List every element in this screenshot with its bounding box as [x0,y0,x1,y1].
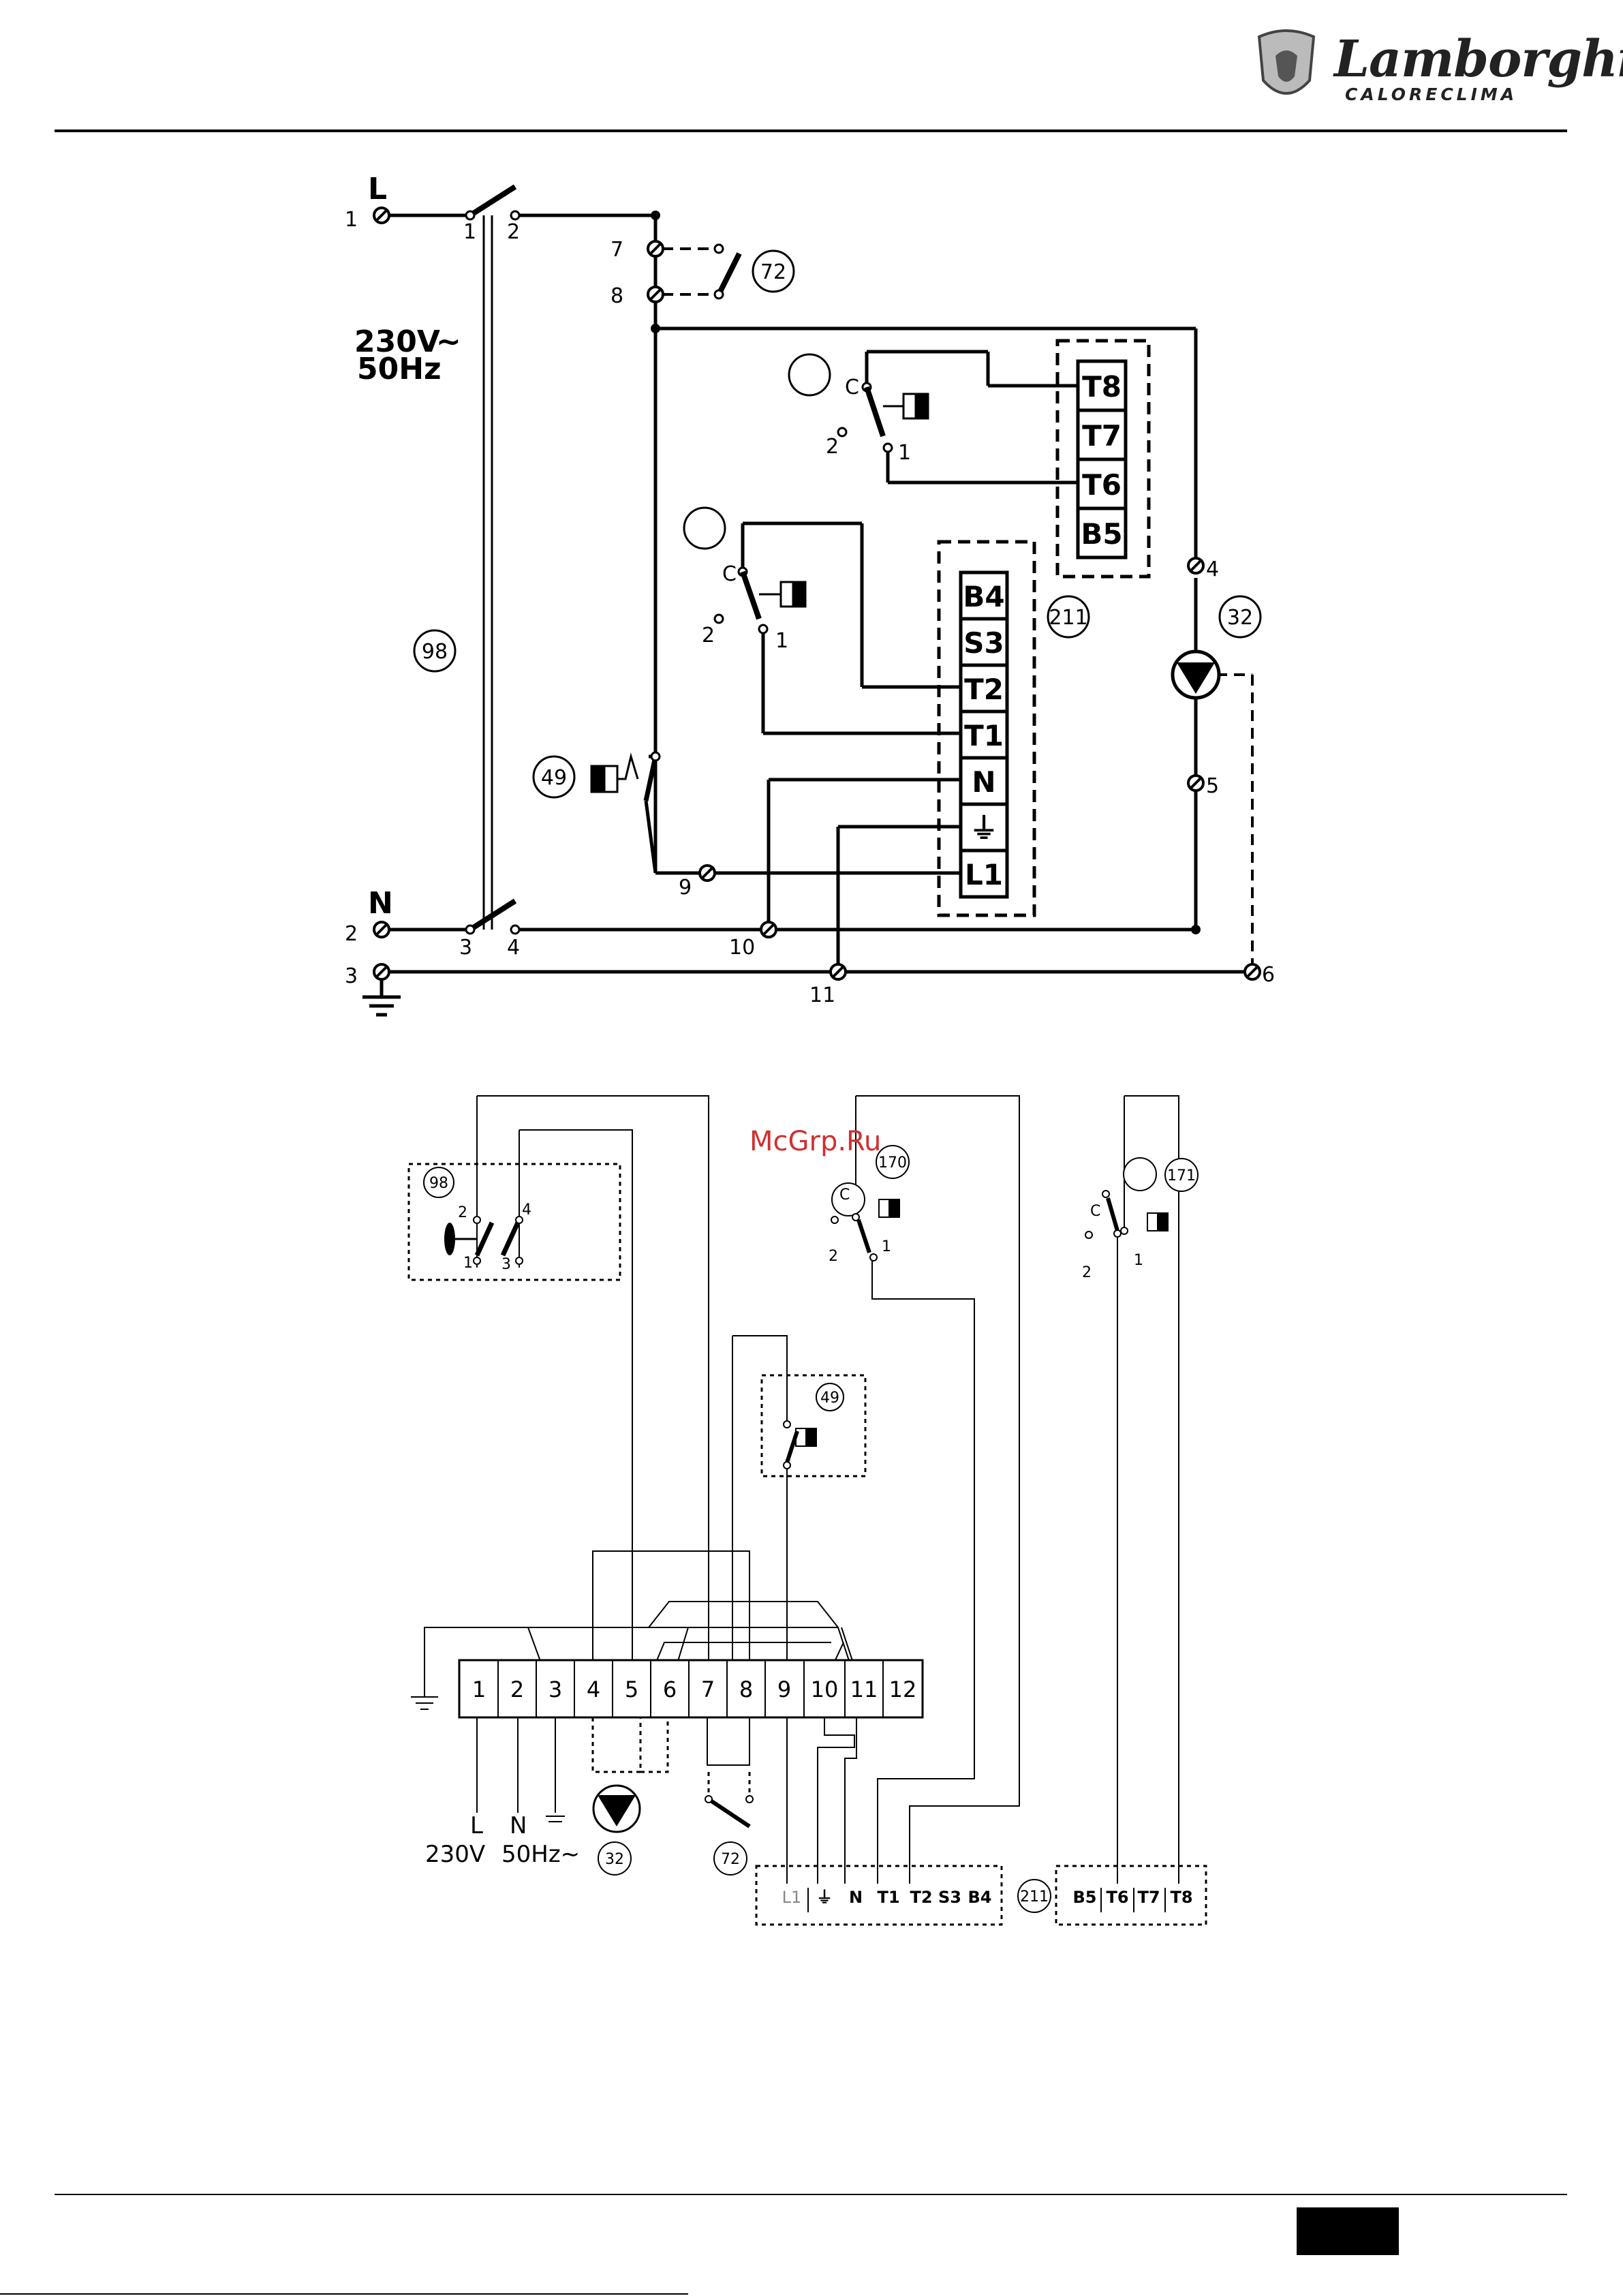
wiring-ref-170: 170 [878,1154,907,1172]
wiring-board-right-t7: T7 [1137,1888,1160,1907]
wiring-ref-211: 211 [1020,1888,1049,1905]
wiring-board211-t1: T1 [877,1888,899,1907]
wiring-171-contact-c: C [1090,1203,1100,1220]
board211-label-n: N [972,765,995,799]
board-right-label-t8: T8 [1082,370,1122,403]
strip-terminal-1: 1 [472,1677,486,1702]
wiring-board211-n: N [849,1888,863,1907]
terminal-6-label: 6 [1262,963,1275,987]
terminal-11-label: 11 [809,983,835,1007]
wiring-supply-n: N [510,1812,527,1839]
line-l-label: L [368,172,387,206]
pump-icon-wiring [593,1786,640,1832]
wiring-switch-contact-4: 4 [522,1201,531,1219]
wiring-171-contact-2: 2 [1082,1264,1092,1281]
wiring-171-contact-1: 1 [1134,1252,1143,1269]
board211-label-l1: L1 [965,858,1003,891]
wiring-board-right-t6: T6 [1106,1888,1128,1907]
upper-contact-2-label: 2 [826,435,839,459]
switch-contact-3-label: 3 [459,936,472,960]
wiring-ref-49: 49 [820,1390,839,1407]
board211-label-b4: B4 [963,580,1004,613]
ref-32: 32 [1227,606,1253,630]
board-right-label-b5: B5 [1081,517,1122,551]
wiring-supply-l: L [470,1812,483,1839]
ref-49: 49 [541,766,567,790]
strip-terminal-11: 11 [850,1677,878,1702]
wiring-layout-diagram: 98 170 171 49 32 72 211 1 [409,1096,1206,1925]
strip-terminal-6: 6 [663,1677,677,1702]
schematic-diagram: B4 S3 T2 T1 N ⏚ L1 T8 T7 T6 B5 [345,172,1275,1015]
wiring-ref-72: 72 [721,1851,740,1868]
wiring-board211-ground: ⏚ [816,1888,833,1907]
wiring-switch-contact-2: 2 [458,1204,467,1221]
strip-terminal-4: 4 [587,1677,600,1702]
wiring-170-contact-1: 1 [882,1238,891,1255]
page-number-box [1297,2207,1399,2255]
terminal-7-label: 7 [610,238,623,262]
ref-98: 98 [422,640,448,664]
upper-contact-c-label: C [845,376,859,399]
wiring-board211-b4: B4 [968,1888,992,1907]
terminal-5-label: 5 [1206,774,1219,798]
wiring-ref-171: 171 [1167,1167,1196,1184]
strip-terminal-8: 8 [739,1677,753,1702]
pump-icon [1173,652,1219,698]
board-right-label-t6: T6 [1082,468,1122,502]
board211-label-t1: T1 [964,719,1004,752]
ref-72: 72 [760,260,786,284]
strip-terminal-5: 5 [625,1677,638,1702]
switch-contact-2-label: 2 [507,220,520,244]
terminal-2-label: 2 [345,922,358,946]
wiring-supply-voltage: 230V [425,1841,485,1868]
frequency-label: 50Hz [357,352,442,386]
wiring-board211-l1: L1 [782,1888,802,1907]
wiring-board-right-b5: B5 [1073,1888,1097,1907]
watermark-text: McGrp.Ru [749,1126,881,1157]
wiring-170-contact-2: 2 [829,1248,838,1265]
wiring-switch-contact-1: 1 [463,1255,473,1272]
ref-211: 211 [1049,606,1087,630]
strip-terminal-10: 10 [811,1677,839,1702]
terminal-4-label: 4 [1206,557,1219,581]
terminal-10-label: 10 [729,936,755,960]
logo-shield-icon [1259,31,1314,93]
strip-terminal-9: 9 [777,1677,791,1702]
lower-contact-c-label: C [722,562,737,586]
line-n-label: N [368,886,393,921]
board-right-label-t7: T7 [1082,419,1122,453]
strip-terminal-2: 2 [510,1677,524,1702]
wiring-ref-32: 32 [605,1851,624,1868]
strip-terminal-12: 12 [889,1677,917,1702]
upper-contact-1-label: 1 [898,441,911,465]
strip-terminal-3: 3 [548,1677,562,1702]
lower-contact-1-label: 1 [775,629,788,653]
wiring-switch-contact-3: 3 [501,1256,511,1273]
wiring-board211-t2: T2 [910,1888,932,1907]
switch-contact-4-label: 4 [507,936,520,960]
wiring-board-right-t8: T8 [1170,1888,1192,1907]
lower-contact-2-label: 2 [702,624,715,647]
board211-label-ground: ⏚ [970,812,998,845]
switch-contact-1-label: 1 [463,220,476,244]
terminal-1-label: 1 [345,208,358,232]
board211-label-s3: S3 [963,626,1004,660]
wiring-supply-frequency: 50Hz∼ [501,1841,580,1868]
wiring-170-contact-c: C [839,1187,850,1204]
terminal-3-label: 3 [345,964,358,988]
terminal-8-label: 8 [610,284,623,308]
strip-terminal-7: 7 [701,1677,715,1702]
wiring-board211-s3: S3 [938,1888,961,1907]
wiring-ref-98: 98 [429,1175,448,1192]
terminal-9-label: 9 [679,876,692,900]
board211-label-t2: T2 [964,673,1004,706]
